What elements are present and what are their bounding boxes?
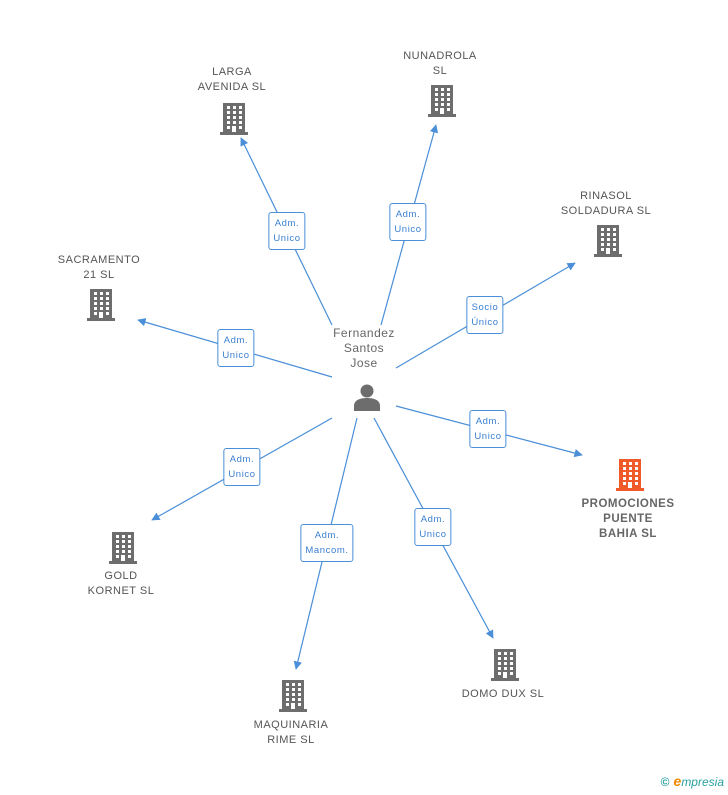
edge-role-label-larga[interactable]: Adm. Unico xyxy=(268,212,306,250)
company-building-icon-promociones[interactable] xyxy=(615,457,645,496)
copyright-symbol: © xyxy=(660,775,670,789)
person-name: Fernandez Santos Jose xyxy=(333,326,395,370)
company-label-gold[interactable]: GOLD KORNET SL xyxy=(87,570,155,597)
company-label-maquinaria[interactable]: MAQUINARIA RIME SL xyxy=(253,719,329,746)
brand-name: mpresia xyxy=(681,775,724,789)
company-building-icon-larga[interactable] xyxy=(219,101,249,140)
company-building-icon-rinasol[interactable] xyxy=(593,223,623,262)
edge-role-label-gold[interactable]: Adm. Unico xyxy=(223,448,261,486)
company-building-icon-maquinaria[interactable] xyxy=(278,678,308,717)
edge-role-label-domo[interactable]: Adm. Unico xyxy=(414,508,452,546)
company-label-rinasol[interactable]: RINASOL SOLDADURA SL xyxy=(560,190,652,217)
company-label-domo[interactable]: DOMO DUX SL xyxy=(461,688,545,700)
edge-role-label-promociones[interactable]: Adm. Unico xyxy=(469,410,507,448)
company-label-larga[interactable]: LARGA AVENIDA SL xyxy=(197,66,267,93)
person-icon[interactable] xyxy=(352,383,382,413)
brand-e: e xyxy=(673,773,682,789)
company-building-icon-domo[interactable] xyxy=(490,647,520,686)
company-building-icon-nunadrola[interactable] xyxy=(427,83,457,122)
company-building-icon-gold[interactable] xyxy=(108,530,138,569)
edge-role-label-rinasol[interactable]: Socio Único xyxy=(466,296,504,334)
edge-role-label-maquinaria[interactable]: Adm. Mancom. xyxy=(300,524,354,562)
company-label-nunadrola[interactable]: NUNADROLA SL xyxy=(403,50,477,77)
company-label-sacramento[interactable]: SACRAMENTO 21 SL xyxy=(57,254,141,281)
edge-role-label-sacramento[interactable]: Adm. Unico xyxy=(217,329,255,367)
company-label-promociones[interactable]: PROMOCIONES PUENTE BAHIA SL xyxy=(581,498,675,540)
edge-role-label-nunadrola[interactable]: Adm. Unico xyxy=(389,203,427,241)
company-building-icon-sacramento[interactable] xyxy=(86,287,116,326)
brand-footer: ©empresia xyxy=(661,773,724,789)
